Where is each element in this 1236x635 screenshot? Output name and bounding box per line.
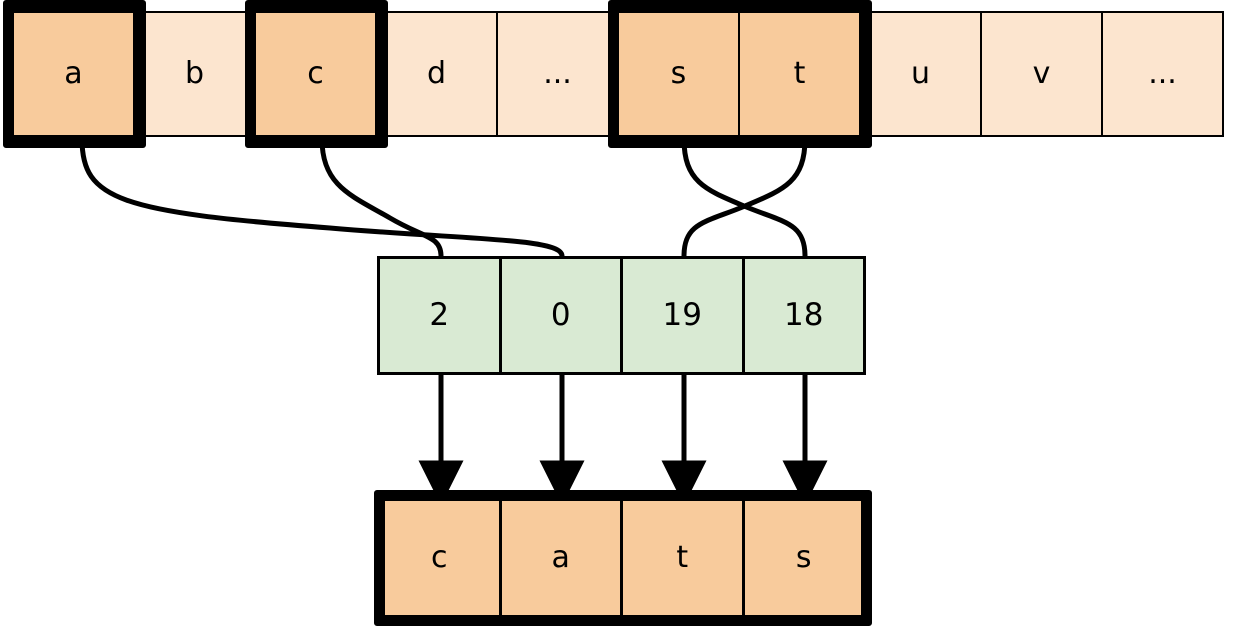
curve-a-to-index-1 — [79, 138, 565, 257]
output-cell-s[interactable]: s — [741, 496, 866, 620]
output-cell-a[interactable]: a — [498, 496, 623, 620]
index-cell-3[interactable]: 18 — [741, 256, 866, 375]
alphabet-cell-d[interactable]: d — [375, 11, 498, 137]
alphabet-cell-ellipsis-4[interactable]: ... — [496, 11, 619, 137]
alphabet-cell-s[interactable]: s — [617, 11, 740, 137]
curve-c-to-index-0 — [319, 138, 444, 257]
alphabet-cell-v[interactable]: v — [980, 11, 1103, 137]
index-cell-1[interactable]: 0 — [498, 256, 623, 375]
alphabet-cell-b[interactable]: b — [133, 11, 256, 137]
output-cell-c[interactable]: c — [377, 496, 502, 620]
curve-s-to-index-3 — [681, 138, 808, 257]
alphabet-cell-ellipsis-9[interactable]: ... — [1101, 11, 1224, 137]
alphabet-cell-a[interactable]: a — [12, 11, 135, 137]
alphabet-cell-c[interactable]: c — [254, 11, 377, 137]
alphabet-cell-u[interactable]: u — [859, 11, 982, 137]
curve-t-to-index-2 — [681, 138, 808, 257]
alphabet-cell-t[interactable]: t — [738, 11, 861, 137]
output-cell-t[interactable]: t — [620, 496, 745, 620]
index-cell-0[interactable]: 2 — [377, 256, 502, 375]
index-cell-2[interactable]: 19 — [620, 256, 745, 375]
